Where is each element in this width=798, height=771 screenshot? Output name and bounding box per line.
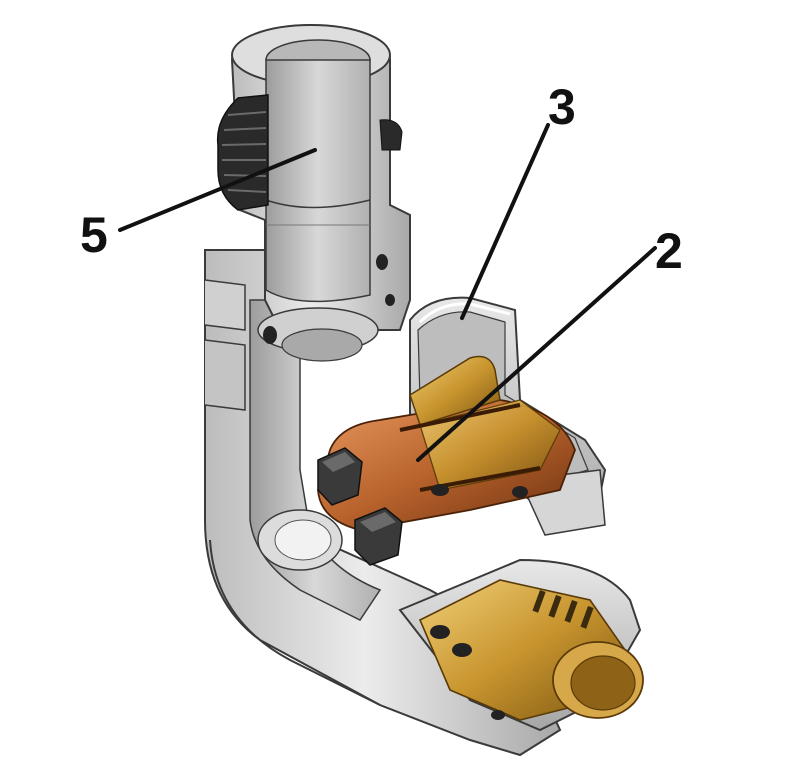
callout-3: 3 — [548, 79, 576, 135]
callout-leaders — [118, 123, 657, 462]
callouts: 5 3 2 — [80, 79, 683, 279]
upper-insert — [216, 23, 411, 362]
leader-2 — [416, 246, 657, 462]
leader-5 — [118, 148, 317, 232]
leader-3 — [460, 123, 550, 320]
callout-2: 2 — [655, 223, 683, 279]
lower-connector — [398, 558, 644, 732]
upper-insert-knurl — [216, 94, 269, 211]
valve-cartridge — [317, 355, 576, 566]
callout-5: 5 — [80, 207, 108, 263]
